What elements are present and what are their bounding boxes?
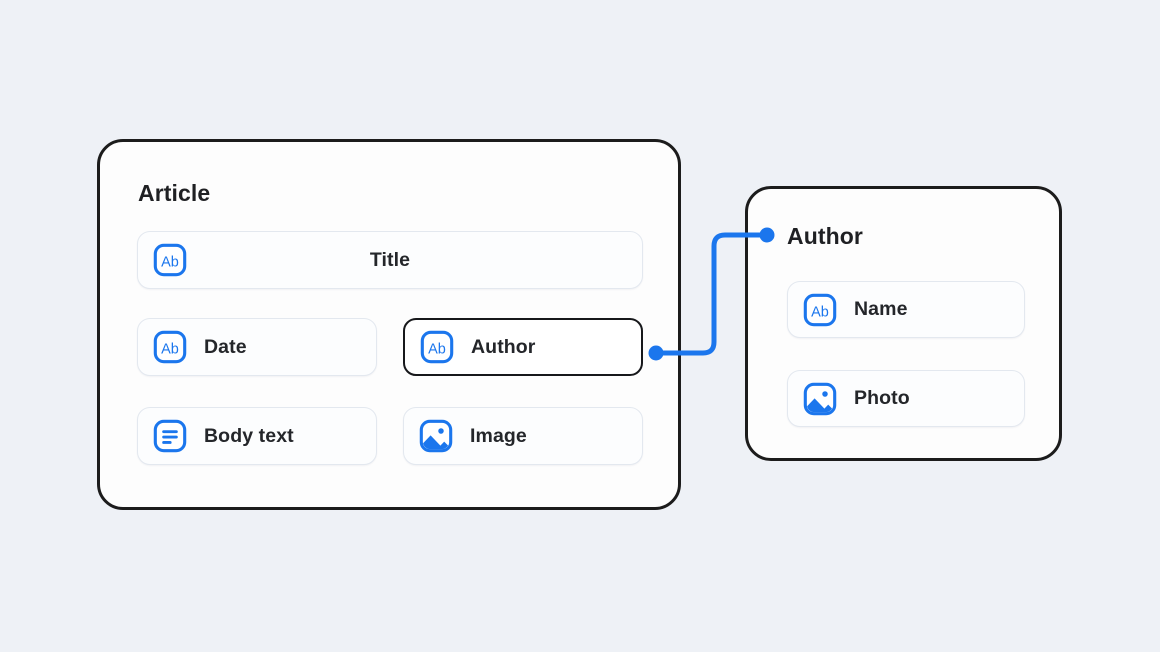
field-label-image: Image xyxy=(470,424,527,447)
field-date[interactable]: Ab Date xyxy=(137,318,377,376)
ab-text-icon: Ab xyxy=(152,329,188,365)
entity-title-author: Author xyxy=(787,223,863,249)
svg-text:Ab: Ab xyxy=(428,341,446,357)
ab-text-icon: Ab xyxy=(802,292,838,328)
field-image[interactable]: Image xyxy=(403,407,643,465)
entity-title-article: Article xyxy=(138,180,211,206)
document-lines-icon xyxy=(152,418,188,454)
ab-text-icon: Ab xyxy=(419,329,455,365)
svg-text:Ab: Ab xyxy=(811,304,829,320)
field-label-photo: Photo xyxy=(854,387,910,409)
svg-text:Ab: Ab xyxy=(161,341,179,357)
field-body-text[interactable]: Body text xyxy=(137,407,377,465)
field-name[interactable]: Ab Name xyxy=(787,281,1025,338)
field-author[interactable]: Ab Author xyxy=(403,318,643,376)
field-label-date: Date xyxy=(204,335,247,358)
entity-card-author[interactable]: Author Ab Name xyxy=(745,186,1062,461)
field-label-body-text: Body text xyxy=(204,424,294,447)
ab-text-icon: Ab xyxy=(152,242,188,278)
entity-card-article[interactable]: Article Ab Title Ab Date xyxy=(97,139,681,510)
image-picture-icon xyxy=(802,381,838,417)
field-title[interactable]: Ab Title xyxy=(137,231,643,289)
field-photo[interactable]: Photo xyxy=(787,370,1025,427)
image-picture-icon xyxy=(418,418,454,454)
svg-text:Ab: Ab xyxy=(161,254,179,270)
field-label-name: Name xyxy=(854,298,908,320)
field-label-author: Author xyxy=(471,335,536,358)
field-label-title: Title xyxy=(369,248,411,271)
